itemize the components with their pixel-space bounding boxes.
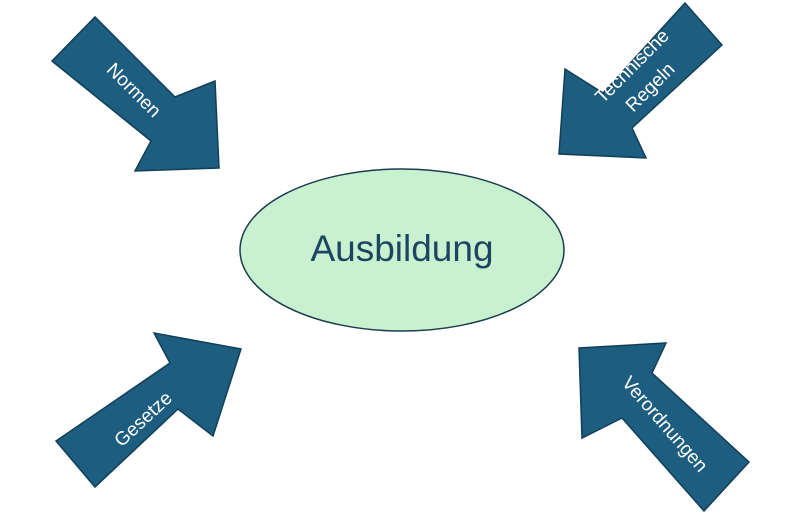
arrow-normen: Normen [50, 15, 220, 172]
arrow-verordnungen-shape [578, 342, 751, 513]
arrow-verordnungen: Verordnungen [578, 342, 751, 513]
arrow-technische-regeln: Technische Regeln [558, 1, 724, 159]
arrow-gesetze: Gesetze [54, 331, 242, 489]
center-node: Ausbildung [239, 168, 565, 332]
center-ellipse [239, 168, 565, 332]
arrow-technische-regeln-shape [558, 1, 724, 159]
arrow-normen-shape [50, 15, 220, 172]
center-label: Ausbildung [310, 228, 493, 269]
arrow-gesetze-shape [54, 331, 242, 489]
